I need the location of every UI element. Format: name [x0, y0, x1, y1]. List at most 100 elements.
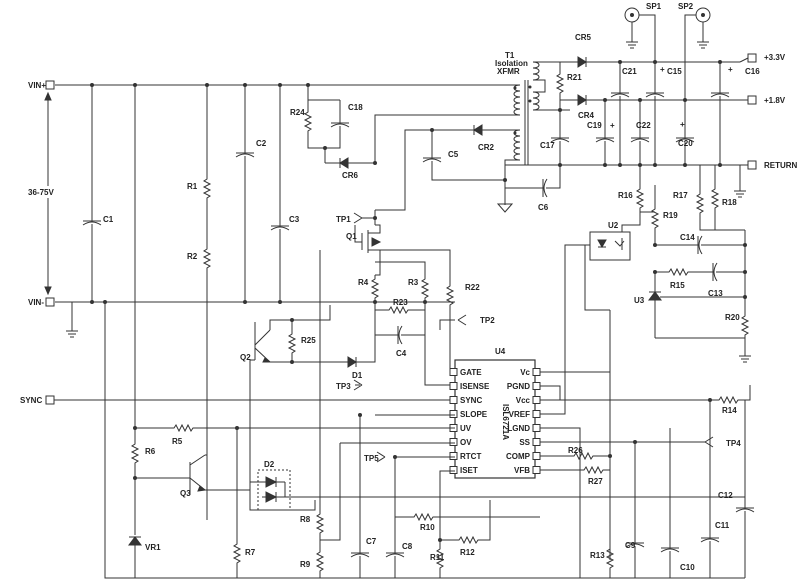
svg-text:C1: C1	[103, 215, 114, 224]
mosfet-q1: TP1 Q1 R22	[336, 210, 480, 371]
capacitor-c2: C2	[235, 85, 267, 302]
svg-text:C3: C3	[289, 215, 300, 224]
svg-text:R5: R5	[172, 437, 183, 446]
svg-text:TP4: TP4	[726, 439, 741, 448]
ic-pin-right-vref	[532, 410, 541, 418]
svg-text:+: +	[728, 65, 733, 74]
svg-text:CR2: CR2	[478, 143, 495, 152]
ic-pin-label: SLOPE	[460, 410, 488, 419]
ic-pin-right-lgnd	[532, 424, 541, 432]
ic-pin-left-slope	[449, 410, 458, 418]
svg-text:SP1: SP1	[646, 2, 662, 11]
t1-label: T1	[505, 51, 515, 60]
ic-pin-label: RTCT	[460, 452, 481, 461]
svg-text:R8: R8	[300, 515, 311, 524]
ic-pin-left-sync	[449, 396, 458, 404]
right-pin-wiring: TP4 R14 R26 R27 C9 C10 C11 C12 R13	[315, 244, 755, 575]
svg-text:R14: R14	[722, 406, 737, 415]
svg-text:R18: R18	[722, 198, 737, 207]
ic-pin-left-iset	[449, 466, 458, 474]
svg-text:R13: R13	[590, 551, 605, 560]
capacitor-c1: C1	[82, 85, 114, 302]
svg-text:D2: D2	[264, 460, 275, 469]
port-sync: SYNC	[20, 395, 455, 405]
svg-text:CR6: CR6	[342, 171, 359, 180]
svg-text:R17: R17	[673, 191, 688, 200]
svg-text:R24: R24	[290, 108, 305, 117]
input-rails	[55, 83, 520, 338]
bottom-ground-rail	[104, 302, 746, 579]
ic-pin-label: ISET	[460, 466, 478, 475]
ic-pin-label: Vc	[520, 368, 530, 377]
out-3v3-label: +3.3V	[764, 53, 786, 62]
svg-text:C17: C17	[540, 141, 555, 150]
capacitor-c3: C3	[270, 85, 300, 302]
svg-text:R23: R23	[393, 298, 408, 307]
ic-pin-label: UV	[460, 424, 472, 433]
svg-text:C19: C19	[587, 121, 602, 130]
port-vin-minus: VIN-	[28, 297, 55, 307]
svg-text:U3: U3	[634, 296, 645, 305]
t1-sub2: XFMR	[497, 67, 520, 76]
svg-text:R3: R3	[408, 278, 419, 287]
scope-probe-sp2: SP2	[678, 2, 711, 100]
svg-text:C9: C9	[625, 541, 636, 550]
vin-minus-label: VIN-	[28, 298, 44, 307]
u4-ref: U4	[495, 347, 506, 356]
ic-pin-label: OV	[460, 438, 472, 447]
ic-pin-label: VFB	[514, 466, 530, 475]
svg-text:+: +	[660, 65, 665, 74]
svg-text:C16: C16	[745, 67, 760, 76]
sync-label: SYNC	[20, 396, 42, 405]
ic-pin-right-pgnd	[532, 382, 541, 390]
ic-part-number: ISL6721A	[501, 404, 510, 440]
ic-pin-label: SS	[519, 438, 530, 447]
ic-pin-label: GATE	[460, 368, 482, 377]
svg-text:CR5: CR5	[575, 33, 592, 42]
svg-text:R20: R20	[725, 313, 740, 322]
t1-sub1: Isolation	[495, 59, 528, 68]
svg-text:C18: C18	[348, 103, 363, 112]
svg-text:R11: R11	[430, 553, 445, 562]
svg-text:SP2: SP2	[678, 2, 694, 11]
svg-text:CR4: CR4	[578, 111, 595, 120]
svg-text:C22: C22	[636, 121, 651, 130]
svg-text:TP1: TP1	[336, 215, 351, 224]
svg-text:VR1: VR1	[145, 543, 161, 552]
svg-text:C15: C15	[667, 67, 682, 76]
svg-text:Q1: Q1	[346, 232, 357, 241]
svg-text:R22: R22	[465, 283, 480, 292]
current-sense-network: TP2 R4 R3 R23 C4	[358, 261, 495, 386]
port-1v8: +1.8V	[740, 95, 786, 105]
ic-pin-left-ov	[449, 438, 458, 446]
ic-pin-right-vcc	[532, 396, 541, 404]
ic-pin-right-ss	[532, 438, 541, 446]
feedback-network: U2 U3 R16 R17 R18 R19 C14 R15 C13 R20	[584, 165, 752, 560]
svg-text:TP3: TP3	[336, 382, 351, 391]
svg-text:+: +	[610, 121, 615, 130]
ic-pin-label: COMP	[506, 452, 531, 461]
ic-pin-left-isense	[449, 382, 458, 390]
svg-text:R21: R21	[567, 73, 582, 82]
ic-pin-label: Vcc	[516, 396, 531, 405]
svg-text:R12: R12	[460, 548, 475, 557]
svg-text:R15: R15	[670, 281, 685, 290]
port-vin-plus: VIN+	[28, 80, 55, 90]
ic-pin-right-vc	[532, 368, 541, 376]
svg-text:R16: R16	[618, 191, 633, 200]
svg-text:R10: R10	[420, 523, 435, 532]
ic-pin-label: LGND	[507, 424, 530, 433]
svg-text:R6: R6	[145, 447, 156, 456]
svg-text:C11: C11	[715, 521, 730, 530]
svg-text:R26: R26	[568, 446, 583, 455]
return-label: RETURN	[764, 161, 798, 170]
svg-text:U2: U2	[608, 221, 619, 230]
aux-winding-network: CR2 C5	[375, 124, 520, 211]
snubber-network: R24 C18 CR6	[290, 85, 377, 180]
svg-text:C21: C21	[622, 67, 637, 76]
svg-text:TP2: TP2	[480, 316, 495, 325]
svg-text:R25: R25	[301, 336, 316, 345]
svg-text:R4: R4	[358, 278, 369, 287]
svg-text:R19: R19	[663, 211, 678, 220]
